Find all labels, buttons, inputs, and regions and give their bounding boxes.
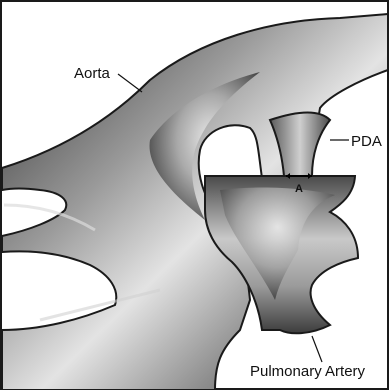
aorta-label: Aorta: [74, 65, 111, 82]
measurement-label: A: [295, 183, 303, 195]
pulmonary-artery-label: Pulmonary Artery: [250, 363, 366, 380]
pda-label: PDA: [351, 133, 382, 150]
